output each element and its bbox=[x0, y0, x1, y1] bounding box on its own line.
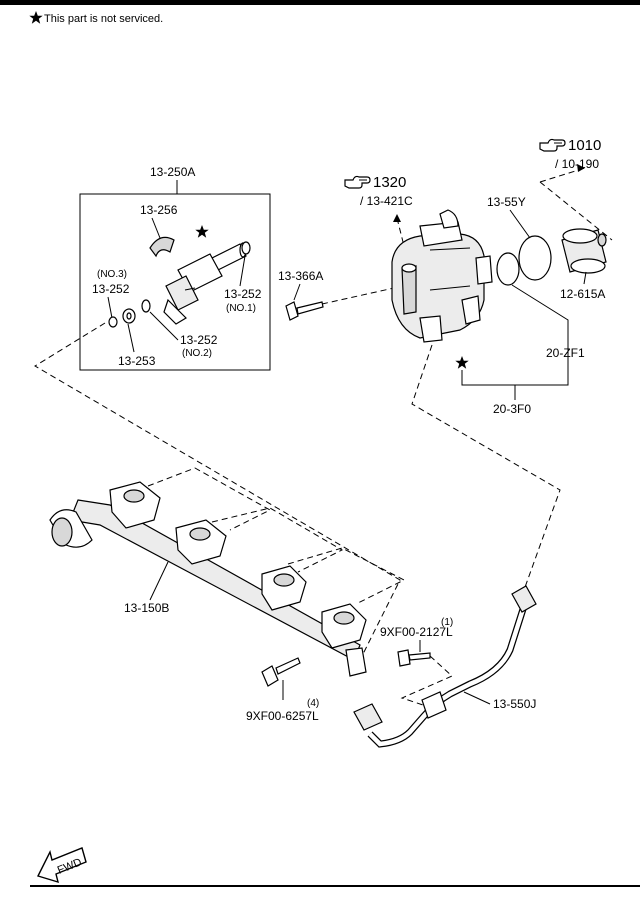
o-ring-no3 bbox=[108, 316, 118, 328]
label-13-150b: 13-150B bbox=[124, 601, 169, 615]
pointing-hand-icon bbox=[539, 138, 566, 152]
bracket-20-3f0 bbox=[461, 362, 569, 386]
leader bbox=[149, 311, 179, 341]
label-no2: (NO.2) bbox=[182, 348, 212, 359]
o-ring-no1 bbox=[241, 241, 251, 255]
ref-1320-number: 1320 bbox=[373, 174, 406, 191]
leader bbox=[583, 271, 587, 285]
leader bbox=[511, 284, 569, 362]
ref-1010-dash bbox=[539, 181, 613, 241]
bolt-13-366a bbox=[285, 301, 324, 321]
leader bbox=[509, 209, 531, 239]
label-13-253: 13-253 bbox=[118, 354, 156, 368]
pump-pipe-dash bbox=[411, 344, 561, 591]
leader bbox=[239, 255, 246, 287]
fuel-rail-13-150b bbox=[49, 481, 367, 677]
label-13-252-no1: 13-252 bbox=[224, 287, 262, 301]
label-20-zf1: 20-ZF1 bbox=[546, 346, 585, 360]
o-ring-no2 bbox=[141, 299, 151, 313]
star-icon bbox=[455, 356, 469, 369]
note-text: This part is not serviced. bbox=[44, 13, 163, 25]
high-pressure-fuel-pump bbox=[391, 209, 493, 343]
cup-dash bbox=[147, 467, 406, 605]
leader bbox=[463, 691, 491, 705]
label-bolt1-qty: (1) bbox=[441, 617, 453, 628]
ref-1010-leader bbox=[539, 167, 586, 183]
bottom-rule bbox=[30, 885, 640, 887]
label-13-550j: 13-550J bbox=[493, 697, 536, 711]
bolt-9xf00-6257l bbox=[261, 657, 301, 687]
fuel-pipe-13-550j bbox=[353, 585, 537, 748]
label-20-3f0: 20-3F0 bbox=[493, 402, 531, 416]
label-13-55y: 13-55Y bbox=[487, 195, 526, 209]
pump-tappet-12-615a bbox=[561, 228, 607, 274]
pointing-hand-icon bbox=[344, 175, 371, 189]
label-9xf00-6257l: 9XF00-6257L bbox=[246, 709, 319, 723]
bolt-dash bbox=[321, 283, 413, 305]
label-13-256: 13-256 bbox=[140, 203, 178, 217]
bolt1-dash bbox=[400, 655, 453, 709]
label-13-252-no2: 13-252 bbox=[180, 333, 218, 347]
ref-1010-number: 1010 bbox=[568, 137, 601, 154]
ref-1010-sub: / 10-190 bbox=[555, 157, 599, 171]
leader bbox=[107, 296, 113, 319]
o-ring-20-zf1 bbox=[496, 252, 520, 286]
label-9xf00-2127l: 9XF00-2127L bbox=[380, 625, 453, 639]
fwd-arrow-icon: FWD bbox=[37, 847, 87, 884]
label-no1: (NO.1) bbox=[226, 303, 256, 314]
ref-1320-sub: / 13-421C bbox=[360, 194, 413, 208]
label-12-615a: 12-615A bbox=[560, 287, 605, 301]
leader bbox=[293, 283, 301, 301]
washer-hole bbox=[126, 312, 132, 320]
arrow-head bbox=[393, 214, 401, 222]
injector-box bbox=[79, 193, 271, 371]
label-bolt2-qty: (4) bbox=[307, 698, 319, 709]
star-icon bbox=[29, 11, 43, 24]
bolt-9xf00-2127l bbox=[397, 649, 431, 667]
star-icon bbox=[195, 225, 209, 238]
injector-rail-dash bbox=[34, 322, 401, 671]
leader bbox=[151, 217, 161, 239]
label-13-252-no3: 13-252 bbox=[92, 282, 130, 296]
label-13-366a: 13-366A bbox=[278, 269, 323, 283]
arrow-head bbox=[577, 164, 585, 172]
leader bbox=[149, 561, 169, 601]
fuel-injector bbox=[163, 242, 247, 325]
label-no3: (NO.3) bbox=[97, 269, 127, 280]
injector-clip bbox=[149, 236, 175, 258]
ref-1320-leader bbox=[396, 217, 409, 263]
injector-box-title: 13-250A bbox=[150, 165, 195, 179]
top-rule bbox=[0, 0, 640, 5]
o-ring-13-55y bbox=[518, 235, 552, 281]
leader bbox=[127, 323, 135, 353]
